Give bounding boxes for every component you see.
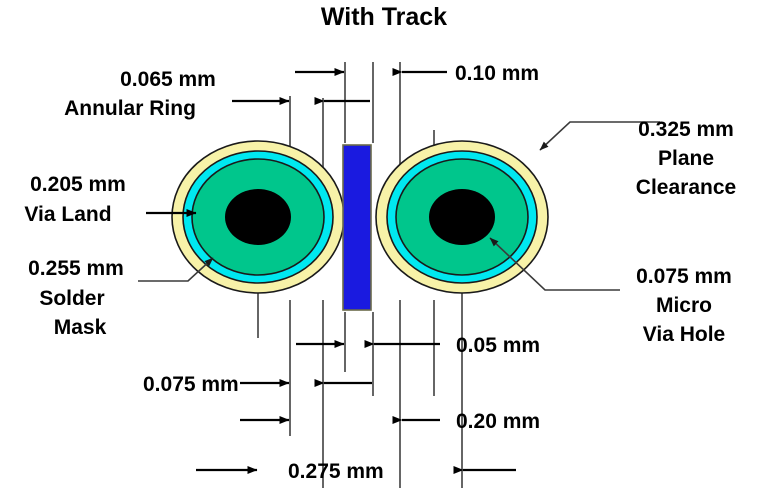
solder-mask-name-2: Mask	[54, 316, 107, 339]
right-via-micro-via-hole	[429, 189, 495, 245]
annular-bottom-value: 0.075 mm	[143, 373, 239, 396]
micro-via-hole-value: 0.075 mm	[636, 265, 732, 288]
plane-clearance-name-2: Clearance	[636, 176, 736, 199]
leader-plane-clearance	[539, 121, 660, 151]
annular-ring-name: Annular Ring	[64, 97, 196, 120]
via-land-name: Via Land	[24, 203, 111, 226]
leader-micro-via-hole	[489, 237, 620, 291]
plane-clearance-name-1: Plane	[658, 147, 714, 170]
land-to-track-value: 0.20 mm	[456, 410, 540, 433]
micro-via-hole-name-1: Micro	[656, 294, 712, 317]
solder-mask-value: 0.255 mm	[28, 257, 124, 280]
annular-ring-value: 0.065 mm	[120, 68, 216, 91]
gap-small-value: 0.05 mm	[456, 334, 540, 357]
left-via	[171, 140, 345, 294]
track-width-value: 0.10 mm	[455, 62, 539, 85]
plane-clearance-value: 0.325 mm	[638, 118, 734, 141]
left-via-micro-via-hole	[225, 189, 291, 245]
via-land-value: 0.205 mm	[30, 173, 126, 196]
leader-solder-mask	[138, 257, 214, 282]
solder-mask-name-1: Solder	[39, 287, 104, 310]
page-title: With Track	[321, 3, 447, 31]
micro-via-hole-name-2: Via Hole	[643, 323, 725, 346]
right-via	[375, 140, 549, 294]
track-rect	[342, 144, 372, 311]
pitch-value: 0.275 mm	[288, 460, 384, 483]
